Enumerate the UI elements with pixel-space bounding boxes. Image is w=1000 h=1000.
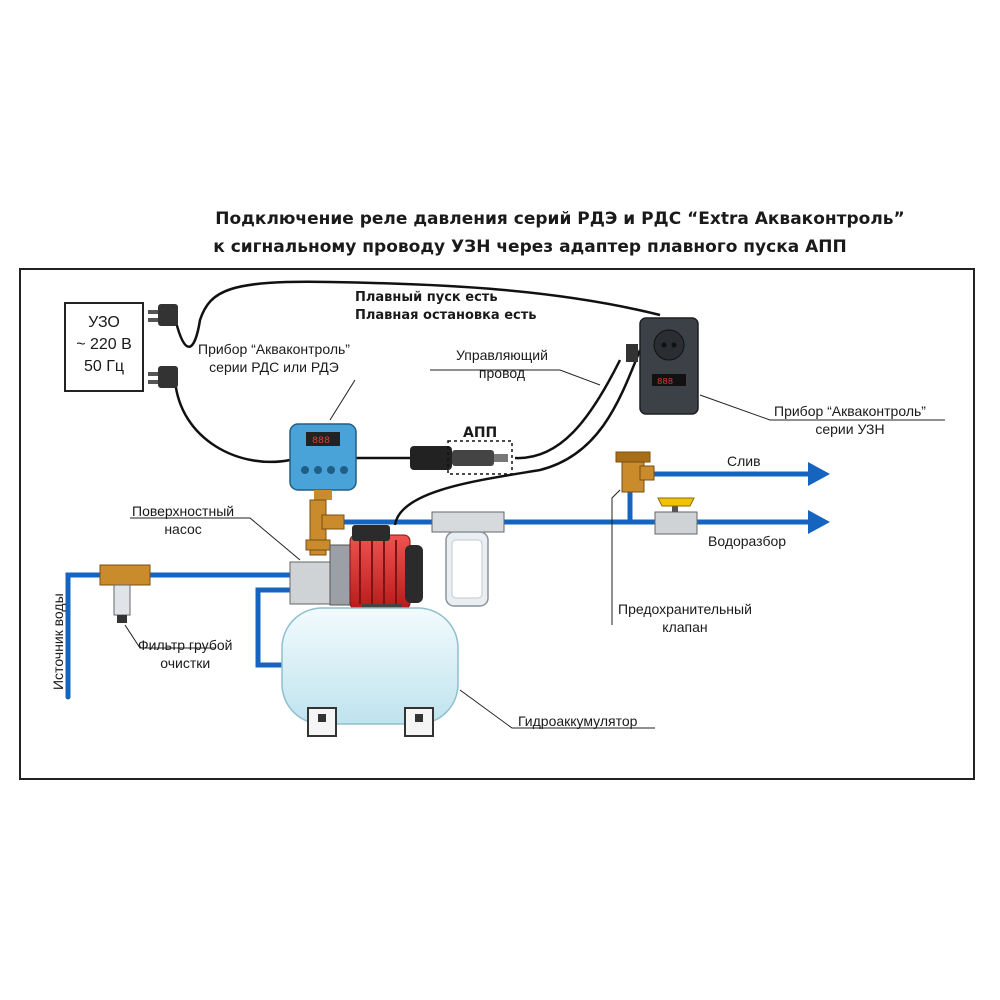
water-filter [431, 511, 505, 607]
label-coarse-filter: Фильтр грубой очистки [138, 637, 233, 671]
hydro-accumulator [281, 607, 459, 737]
label-app: АПП [463, 425, 498, 441]
label-water-intake: Водоразбор [708, 533, 787, 549]
cables [173, 280, 661, 526]
label-drain: Слив [727, 453, 761, 469]
label-hydro-accumulator: Гидроаккумулятор [518, 713, 638, 729]
uzo-voltage: ~ 220 В [76, 336, 132, 353]
cable-uzo-relay [173, 379, 291, 464]
uzo-box: УЗО ~ 220 В 50 Гц [64, 302, 144, 392]
diagram-title-line1: Подключение реле давления серий РДЭ и РД… [215, 209, 905, 229]
label-safety-valve: Предохранительный клапан [618, 601, 752, 635]
control-wire [393, 349, 642, 526]
pump-outlet-fittings [305, 499, 345, 556]
uzo-label: УЗО [88, 314, 120, 331]
diagram-title-line2: к сигнальному проводу УЗН через адаптер … [213, 237, 847, 257]
label-surface-pump: Поверхностный насос [132, 503, 235, 537]
plug-icon-top [148, 304, 178, 326]
safety-valve [615, 451, 655, 493]
uzn-device: 888 [626, 317, 699, 415]
label-rds-device: Прибор “Акваконтроль” серии РДС или РДЭ [198, 341, 350, 375]
pressure-relay-device: 888 [289, 423, 357, 500]
pipe-source [65, 572, 303, 700]
drain-arrow-icon [808, 462, 830, 486]
leader-lines [124, 369, 945, 729]
intake-arrow-icon [808, 510, 830, 534]
coarse-filter [99, 564, 151, 623]
uzo-frequency: 50 Гц [83, 358, 125, 375]
label-control-wire: Управляющий провод [456, 347, 548, 381]
water-pipes [65, 471, 815, 700]
plug-icon-bottom [148, 366, 178, 388]
app-adapter-device [410, 440, 513, 475]
label-uzn-device: Прибор “Акваконтроль” серии УЗН [774, 403, 926, 437]
cable-app-uzn [514, 359, 622, 460]
pipe-to-tank [255, 587, 303, 668]
svg-text:888: 888 [657, 377, 673, 387]
cable-uzo-top [173, 280, 661, 348]
surface-pump [289, 525, 423, 614]
svg-text:888: 888 [312, 436, 330, 447]
diagram-frame [19, 268, 975, 780]
note-soft-stop: Плавная остановка есть [355, 308, 537, 323]
note-soft-start: Плавный пуск есть [355, 290, 498, 305]
label-water-source: Источник воды [50, 593, 66, 690]
ball-valve [654, 497, 698, 535]
